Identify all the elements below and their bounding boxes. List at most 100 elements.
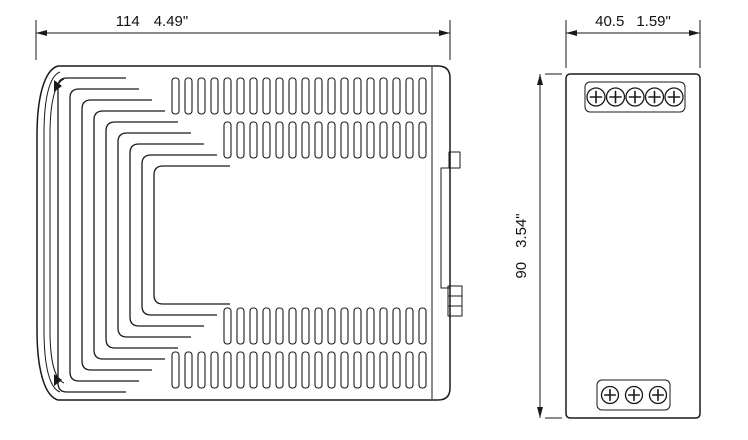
vent-slot — [379, 351, 388, 389]
vent-slot — [314, 121, 323, 159]
vent-slot — [262, 121, 271, 159]
arrowhead-left — [36, 30, 47, 36]
vent-slot — [249, 307, 258, 345]
vent-slot — [210, 351, 219, 389]
vent-slot — [301, 77, 310, 115]
vent-slot — [288, 121, 297, 159]
dimension-front-height: 903.54" — [513, 73, 562, 419]
vent-slot — [366, 121, 375, 159]
vent-slot — [223, 351, 232, 389]
vent-slot — [236, 351, 245, 389]
vent-slot — [275, 307, 284, 345]
vent-slot — [418, 77, 427, 115]
vent-slot — [288, 77, 297, 115]
vent-slot — [405, 121, 414, 159]
vent-slot — [327, 307, 336, 345]
vent-slot-group — [171, 77, 427, 389]
vent-slot — [236, 307, 245, 345]
vent-slot — [418, 351, 427, 389]
din-rail-catch — [448, 151, 461, 169]
vent-slot — [379, 77, 388, 115]
vent-frame — [105, 121, 178, 349]
terminal-screws-top — [586, 87, 684, 107]
vent-slot — [379, 307, 388, 345]
vent-slot — [288, 307, 297, 345]
vent-slot — [366, 351, 375, 389]
vent-slot — [366, 77, 375, 115]
vent-slot — [353, 121, 362, 159]
vent-slot — [353, 77, 362, 115]
vent-slot — [327, 351, 336, 389]
vent-slot — [197, 77, 206, 115]
front-bezel-line-outer — [43, 71, 61, 393]
vent-slot — [314, 351, 323, 389]
vent-slot — [392, 351, 401, 389]
vent-slot — [301, 351, 310, 389]
vent-slot — [236, 121, 245, 159]
vent-slot — [327, 77, 336, 115]
dim-label-front-height: 903.54" — [513, 213, 530, 278]
vent-slot — [223, 77, 232, 115]
vent-slot — [210, 77, 219, 115]
vent-slot — [340, 77, 349, 115]
vent-slot — [392, 307, 401, 345]
side-view-body-outline — [36, 65, 451, 401]
vent-slot — [275, 121, 284, 159]
vent-slot — [301, 307, 310, 345]
arrowhead-right — [689, 30, 700, 36]
arrowhead-top — [537, 74, 543, 85]
arrowhead-right — [439, 30, 450, 36]
vent-slot — [171, 77, 180, 115]
vent-slot — [275, 77, 284, 115]
vent-slot — [405, 77, 414, 115]
vent-frame — [93, 110, 165, 360]
vent-slot — [171, 351, 180, 389]
vent-slot — [262, 307, 271, 345]
vent-slot — [366, 307, 375, 345]
vent-slot — [314, 77, 323, 115]
vent-frame — [81, 99, 152, 371]
vent-slot — [275, 351, 284, 389]
front-view — [565, 73, 701, 419]
vent-frame — [69, 88, 139, 382]
vent-slot — [223, 121, 232, 159]
arrowhead-bottom — [537, 407, 543, 418]
vent-slot — [249, 77, 258, 115]
vent-slot — [314, 307, 323, 345]
vent-slot — [288, 351, 297, 389]
vent-slot — [236, 77, 245, 115]
vent-frame — [129, 143, 204, 327]
vent-frame-group — [57, 77, 230, 393]
vent-slot — [418, 307, 427, 345]
vent-slot — [392, 121, 401, 159]
arrowhead-left — [566, 30, 577, 36]
vent-slot — [353, 307, 362, 345]
vent-slot — [197, 351, 206, 389]
vent-slot — [392, 77, 401, 115]
vent-frame — [153, 165, 230, 305]
vent-slot — [405, 307, 414, 345]
vent-slot — [340, 121, 349, 159]
front-bezel-line-inner — [49, 78, 65, 384]
vent-slot — [262, 77, 271, 115]
vent-slot — [184, 77, 193, 115]
front-view-body-outline — [565, 73, 701, 419]
terminal-block-top — [584, 81, 686, 113]
vent-frame — [57, 77, 126, 393]
vent-slot — [327, 121, 336, 159]
vent-slot — [262, 351, 271, 389]
vent-slot — [249, 121, 258, 159]
terminal-screws-bottom — [600, 385, 668, 405]
vent-slot — [340, 307, 349, 345]
vent-slot — [301, 121, 310, 159]
vent-slot — [405, 351, 414, 389]
vent-slot — [223, 307, 232, 345]
terminal-block-bottom — [596, 379, 671, 411]
vent-slot — [249, 351, 258, 389]
